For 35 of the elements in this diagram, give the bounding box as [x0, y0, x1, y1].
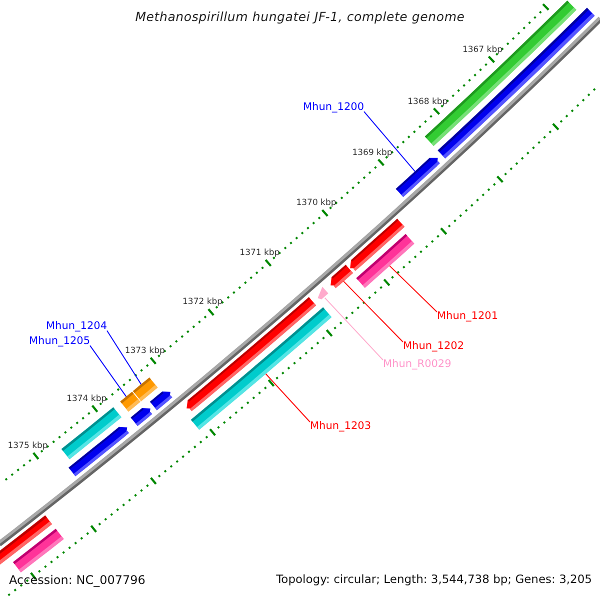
- gene-label: Mhun_1200: [303, 101, 364, 114]
- scale-label: 1368 kbp: [408, 96, 448, 107]
- gene-feature: [68, 426, 130, 476]
- scale-label: 1370 kbp: [296, 198, 336, 208]
- gene-bar: [13, 528, 64, 572]
- gene-feature: [130, 408, 152, 426]
- leader-line: [90, 345, 127, 398]
- scale-label: 1367 kbp: [462, 44, 503, 56]
- leader-line: [106, 330, 142, 385]
- gene-feature: [150, 392, 172, 410]
- scale-label: 1372 kbp: [182, 297, 223, 308]
- gene-label: Mhun_1205: [29, 335, 90, 348]
- scale-label: 1374 kbp: [66, 393, 107, 404]
- leader-line: [389, 265, 438, 312]
- gene-bar: [356, 234, 414, 288]
- gene-label: Mhun_1204: [46, 320, 107, 333]
- gene-label: Mhun_1203: [310, 420, 371, 433]
- gene-feature: [396, 158, 440, 197]
- gene-label: Mhun_1202: [403, 340, 464, 353]
- gene-label: Mhun_1201: [437, 310, 498, 323]
- scale-label: 1373 kbp: [124, 346, 165, 356]
- genome-info-text: Topology: circular; Length: 3,544,738 bp; Genes: 3,205: [276, 573, 592, 587]
- scale-label: 1375 kbp: [8, 440, 48, 451]
- leader-line: [324, 297, 384, 360]
- gene-triangle: [318, 286, 328, 300]
- gene-label: Mhun_R0029: [383, 358, 452, 371]
- accession-text: Accession: NC_007796: [9, 573, 146, 588]
- gene-bar: [120, 392, 140, 412]
- leader-line: [364, 111, 416, 172]
- scale-label: 1369 kbp: [352, 148, 392, 158]
- gene-feature: [330, 264, 353, 288]
- scale-label: 1371 kbp: [240, 248, 280, 258]
- leader-line: [265, 373, 310, 422]
- chart-title: Methanospirillum hungatei JF-1, complete genome: [135, 9, 465, 24]
- leader-line: [343, 280, 404, 342]
